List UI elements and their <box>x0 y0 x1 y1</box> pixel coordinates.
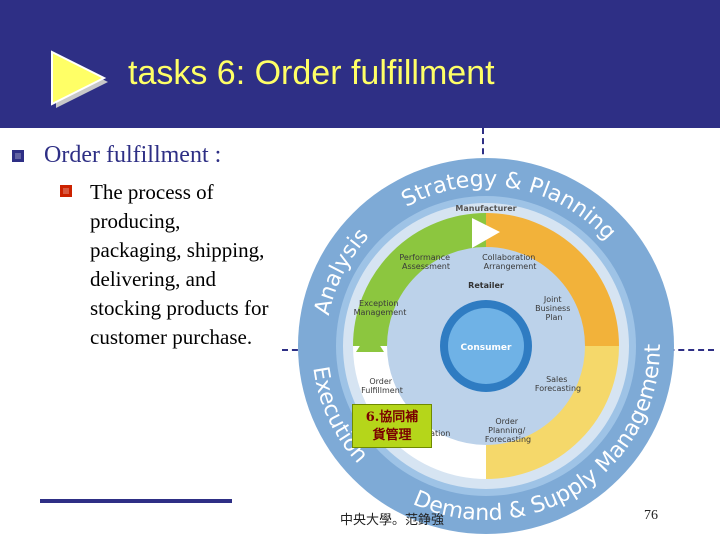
retailer-label: Retailer <box>468 281 504 290</box>
definition-text: The process of producing, packaging, shi… <box>90 180 269 349</box>
order-fulfillment-label: Order Fulfillment <box>361 377 403 395</box>
collaborative-replenishment-callout: 6.協同補 貨管理 <box>352 404 432 448</box>
cycle-arc-green <box>353 213 487 347</box>
order-planning-label: Order Planning/ Forecasting <box>485 417 531 444</box>
sales-forecasting-label: Sales Forecasting <box>535 375 581 393</box>
cycle-arc-yellow <box>485 345 619 479</box>
manufacturer-label: Manufacturer <box>455 204 516 213</box>
order-generation-label: ..ration <box>422 429 451 438</box>
callout-line-1: 6.協同補 <box>365 410 419 425</box>
cpfr-cycle-diagram: Analysis Strategy & Planning Execution D… <box>298 158 674 534</box>
play-arrow-icon <box>51 50 108 108</box>
callout-line-2: 貨管理 <box>372 428 412 443</box>
footer-author: 中央大學。范錚強 <box>340 513 445 528</box>
cycle-arc-orange <box>485 213 619 347</box>
bullet-square-icon <box>12 150 24 162</box>
footer-divider <box>40 499 232 503</box>
consumer-label: Consumer <box>461 343 512 353</box>
page-number: 76 <box>644 508 658 523</box>
collaboration-arrangement-label: Collaboration Arrangement <box>482 253 538 271</box>
section-heading: Order fulfillment : <box>44 142 222 168</box>
sub-bullet-square-icon <box>60 185 72 197</box>
slide-title: tasks 6: Order fulfillment <box>128 54 495 92</box>
exception-management-label: Exception Management <box>354 299 407 317</box>
joint-business-plan-label: Joint Business Plan <box>535 295 573 322</box>
title-bar: tasks 6: Order fulfillment <box>0 0 720 128</box>
performance-assessment-label: Performance Assessment <box>399 253 452 271</box>
